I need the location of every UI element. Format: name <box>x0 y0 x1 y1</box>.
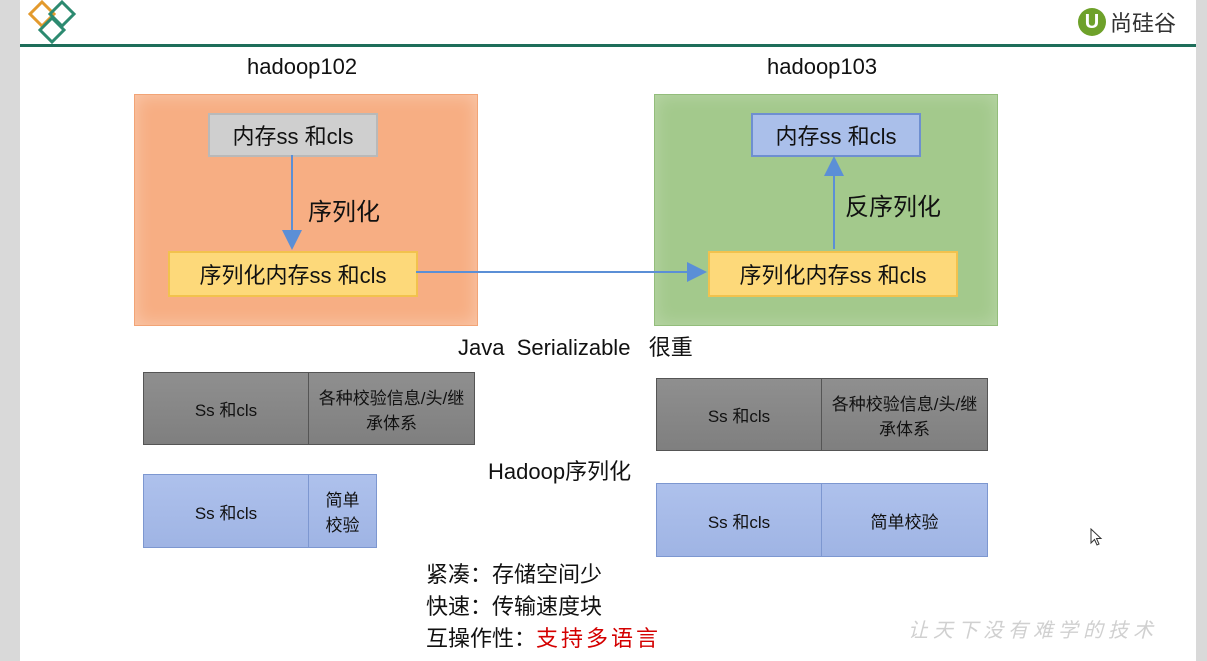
hadoop-right-data-cell: Ss 和cls <box>656 483 822 557</box>
note-compact: 紧凑：存储空间少 <box>426 562 603 587</box>
right-memory-box: 内存ss 和cls <box>751 113 921 157</box>
mouse-cursor-icon <box>1090 528 1103 546</box>
deserialize-step-label: 反序列化 <box>845 194 941 221</box>
left-host-label: hadoop102 <box>247 54 358 79</box>
slogan: 让天下没有难学的技术 <box>908 618 1158 642</box>
java-left-meta-cell: 各种校验信息/头/继承体系 <box>308 372 475 445</box>
note-interop-label: 互操作性： <box>426 626 537 651</box>
note-interop: 互操作性：支持多语言 <box>426 621 661 653</box>
brand-name: 尚硅谷 <box>1109 11 1176 36</box>
hadoop-left-data-cell: Ss 和cls <box>143 474 309 548</box>
java-serializable-heading: Java Serializable 很重 <box>458 335 693 360</box>
hadoop-serialization-heading: Hadoop序列化 <box>488 459 632 484</box>
header-rule <box>20 44 1196 47</box>
brand-logo: U 尚硅谷 <box>1077 6 1176 38</box>
java-right-meta-cell: 各种校验信息/头/继承体系 <box>821 378 988 451</box>
note-fast: 快速：传输速度块 <box>426 594 603 619</box>
left-memory-box: 内存ss 和cls <box>208 113 378 157</box>
slide: U 尚硅谷 hadoop102 hadoop103 内存ss 和cls 序列化 … <box>20 0 1196 661</box>
hadoop-right-check-cell: 简单校验 <box>821 483 988 557</box>
right-serialized-box: 序列化内存ss 和cls <box>708 251 958 297</box>
brand-mark: U <box>1077 8 1106 36</box>
java-right-data-cell: Ss 和cls <box>656 378 822 451</box>
flow-arrows <box>282 155 844 282</box>
java-left-data-cell: Ss 和cls <box>143 372 309 445</box>
left-serialized-box: 序列化内存ss 和cls <box>168 251 418 297</box>
right-host-label: hadoop103 <box>767 54 878 79</box>
logo-diamonds-icon <box>27 0 77 45</box>
note-interop-value: 支持多语言 <box>536 627 662 652</box>
hadoop-left-check-cell: 简单校验 <box>308 474 377 548</box>
serialize-step-label: 序列化 <box>308 199 380 226</box>
